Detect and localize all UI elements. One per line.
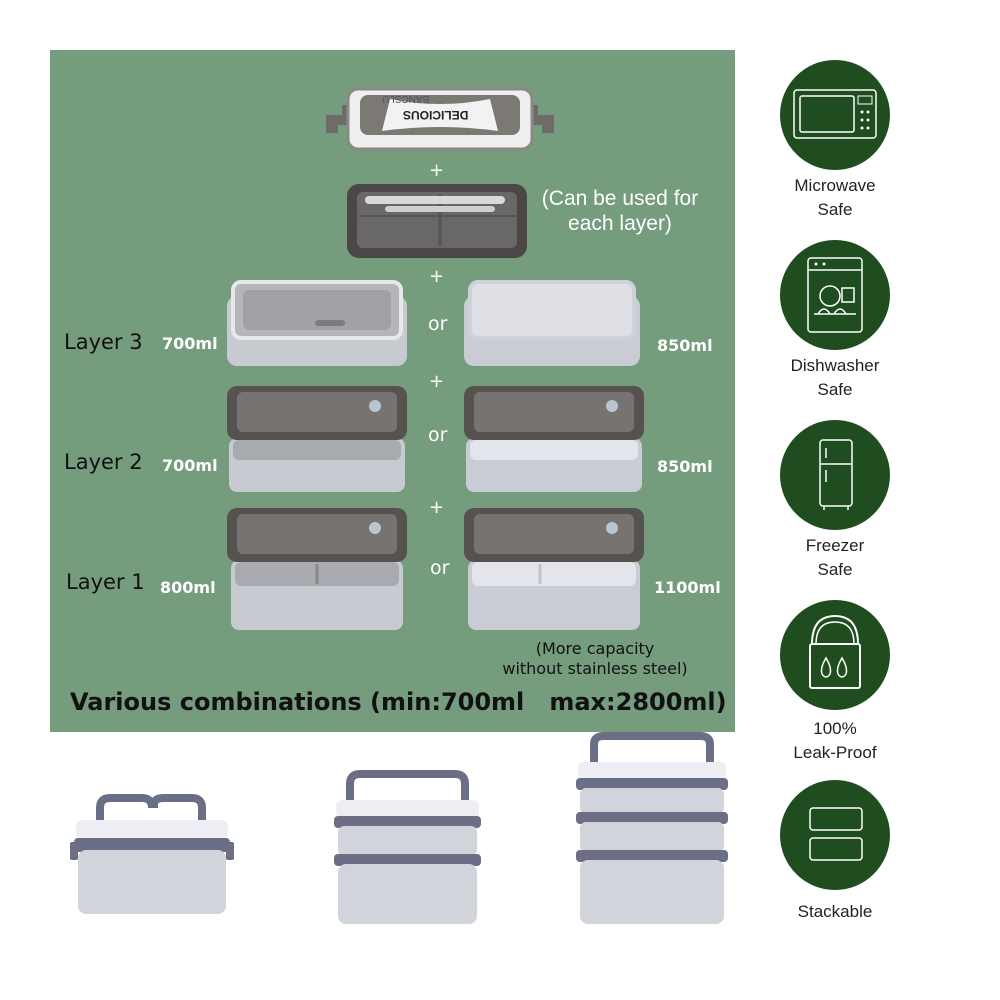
one-layer-box-image: [70, 794, 234, 914]
capacity-note-line1: (More capacity: [535, 639, 655, 658]
layer-3-steel-box-image: [227, 280, 407, 366]
utensil-note: (Can be used for each layer): [530, 186, 710, 236]
dishwasher-badge: [780, 240, 890, 350]
utensil-tray-image: [347, 184, 527, 258]
leak-proof-label-line2: Leak-Proof: [793, 743, 877, 762]
leak-proof-icon: [809, 614, 861, 689]
dishwasher-label: Dishwasher Safe: [760, 354, 910, 402]
leak-proof-label-line1: 100%: [813, 719, 857, 738]
layer-2-steel-box-image: [227, 386, 407, 492]
dishwasher-label-line2: Safe: [817, 380, 853, 399]
layer-3-plastic-box-image: [464, 280, 640, 366]
stackable-badge: [780, 780, 890, 890]
or-text: or: [428, 313, 448, 335]
combinations-text: Various combinations (min:700ml max:2800…: [70, 688, 727, 716]
freezer-badge: [780, 420, 890, 530]
plus-sign: +: [429, 371, 445, 392]
layer-2-plastic-box-image: [464, 386, 644, 492]
microwave-badge: [780, 60, 890, 170]
lid-brand-large: DELICIOUS: [403, 108, 469, 122]
leak-proof-label: 100% Leak-Proof: [760, 717, 910, 765]
layer-3-label: Layer 3: [64, 330, 143, 354]
plus-sign: +: [429, 266, 445, 287]
top-lid-image: [326, 87, 554, 151]
freezer-label-line1: Freezer: [805, 536, 865, 555]
freezer-label: Freezer Safe: [760, 534, 910, 582]
layer-1-right-capacity: 1100ml: [654, 578, 721, 597]
plus-sign: +: [429, 160, 445, 181]
microwave-icon: [793, 89, 877, 139]
stackable-label: Stackable: [760, 900, 910, 924]
two-layer-box-image: [334, 770, 481, 924]
fridge-icon: [819, 439, 853, 510]
layer-3-right-capacity: 850ml: [657, 336, 713, 355]
three-layer-box-image: [576, 732, 728, 924]
layer-3-left-capacity: 700ml: [162, 334, 218, 353]
lid-brand-small: BANCSLU: [382, 93, 430, 104]
utensil-note-line1: (Can be used for: [541, 187, 699, 210]
capacity-note-line2: without stainless steel): [502, 659, 688, 678]
layer-1-steel-box-image: [227, 508, 407, 630]
freezer-label-line2: Safe: [817, 560, 853, 579]
dishwasher-icon: [807, 257, 863, 333]
layer-2-label: Layer 2: [64, 450, 143, 474]
or-text: or: [430, 557, 450, 579]
utensil-note-line2: each layer): [568, 212, 672, 235]
leak-proof-badge: [780, 600, 890, 710]
plus-sign: +: [429, 497, 445, 518]
stackable-label-line1: Stackable: [797, 902, 873, 921]
layer-2-right-capacity: 850ml: [657, 457, 713, 476]
dishwasher-label-line1: Dishwasher: [790, 356, 880, 375]
layer-2-left-capacity: 700ml: [162, 456, 218, 475]
microwave-label-line2: Safe: [817, 200, 853, 219]
microwave-label-line1: Microwave: [794, 176, 876, 195]
layer-1-plastic-box-image: [464, 508, 644, 630]
layer-1-left-capacity: 800ml: [160, 578, 216, 597]
layer-1-label: Layer 1: [66, 570, 145, 594]
microwave-label: Microwave Safe: [760, 174, 910, 222]
stack-icon: [809, 807, 863, 861]
or-text: or: [428, 424, 448, 446]
capacity-note: (More capacity without stainless steel): [480, 639, 710, 679]
